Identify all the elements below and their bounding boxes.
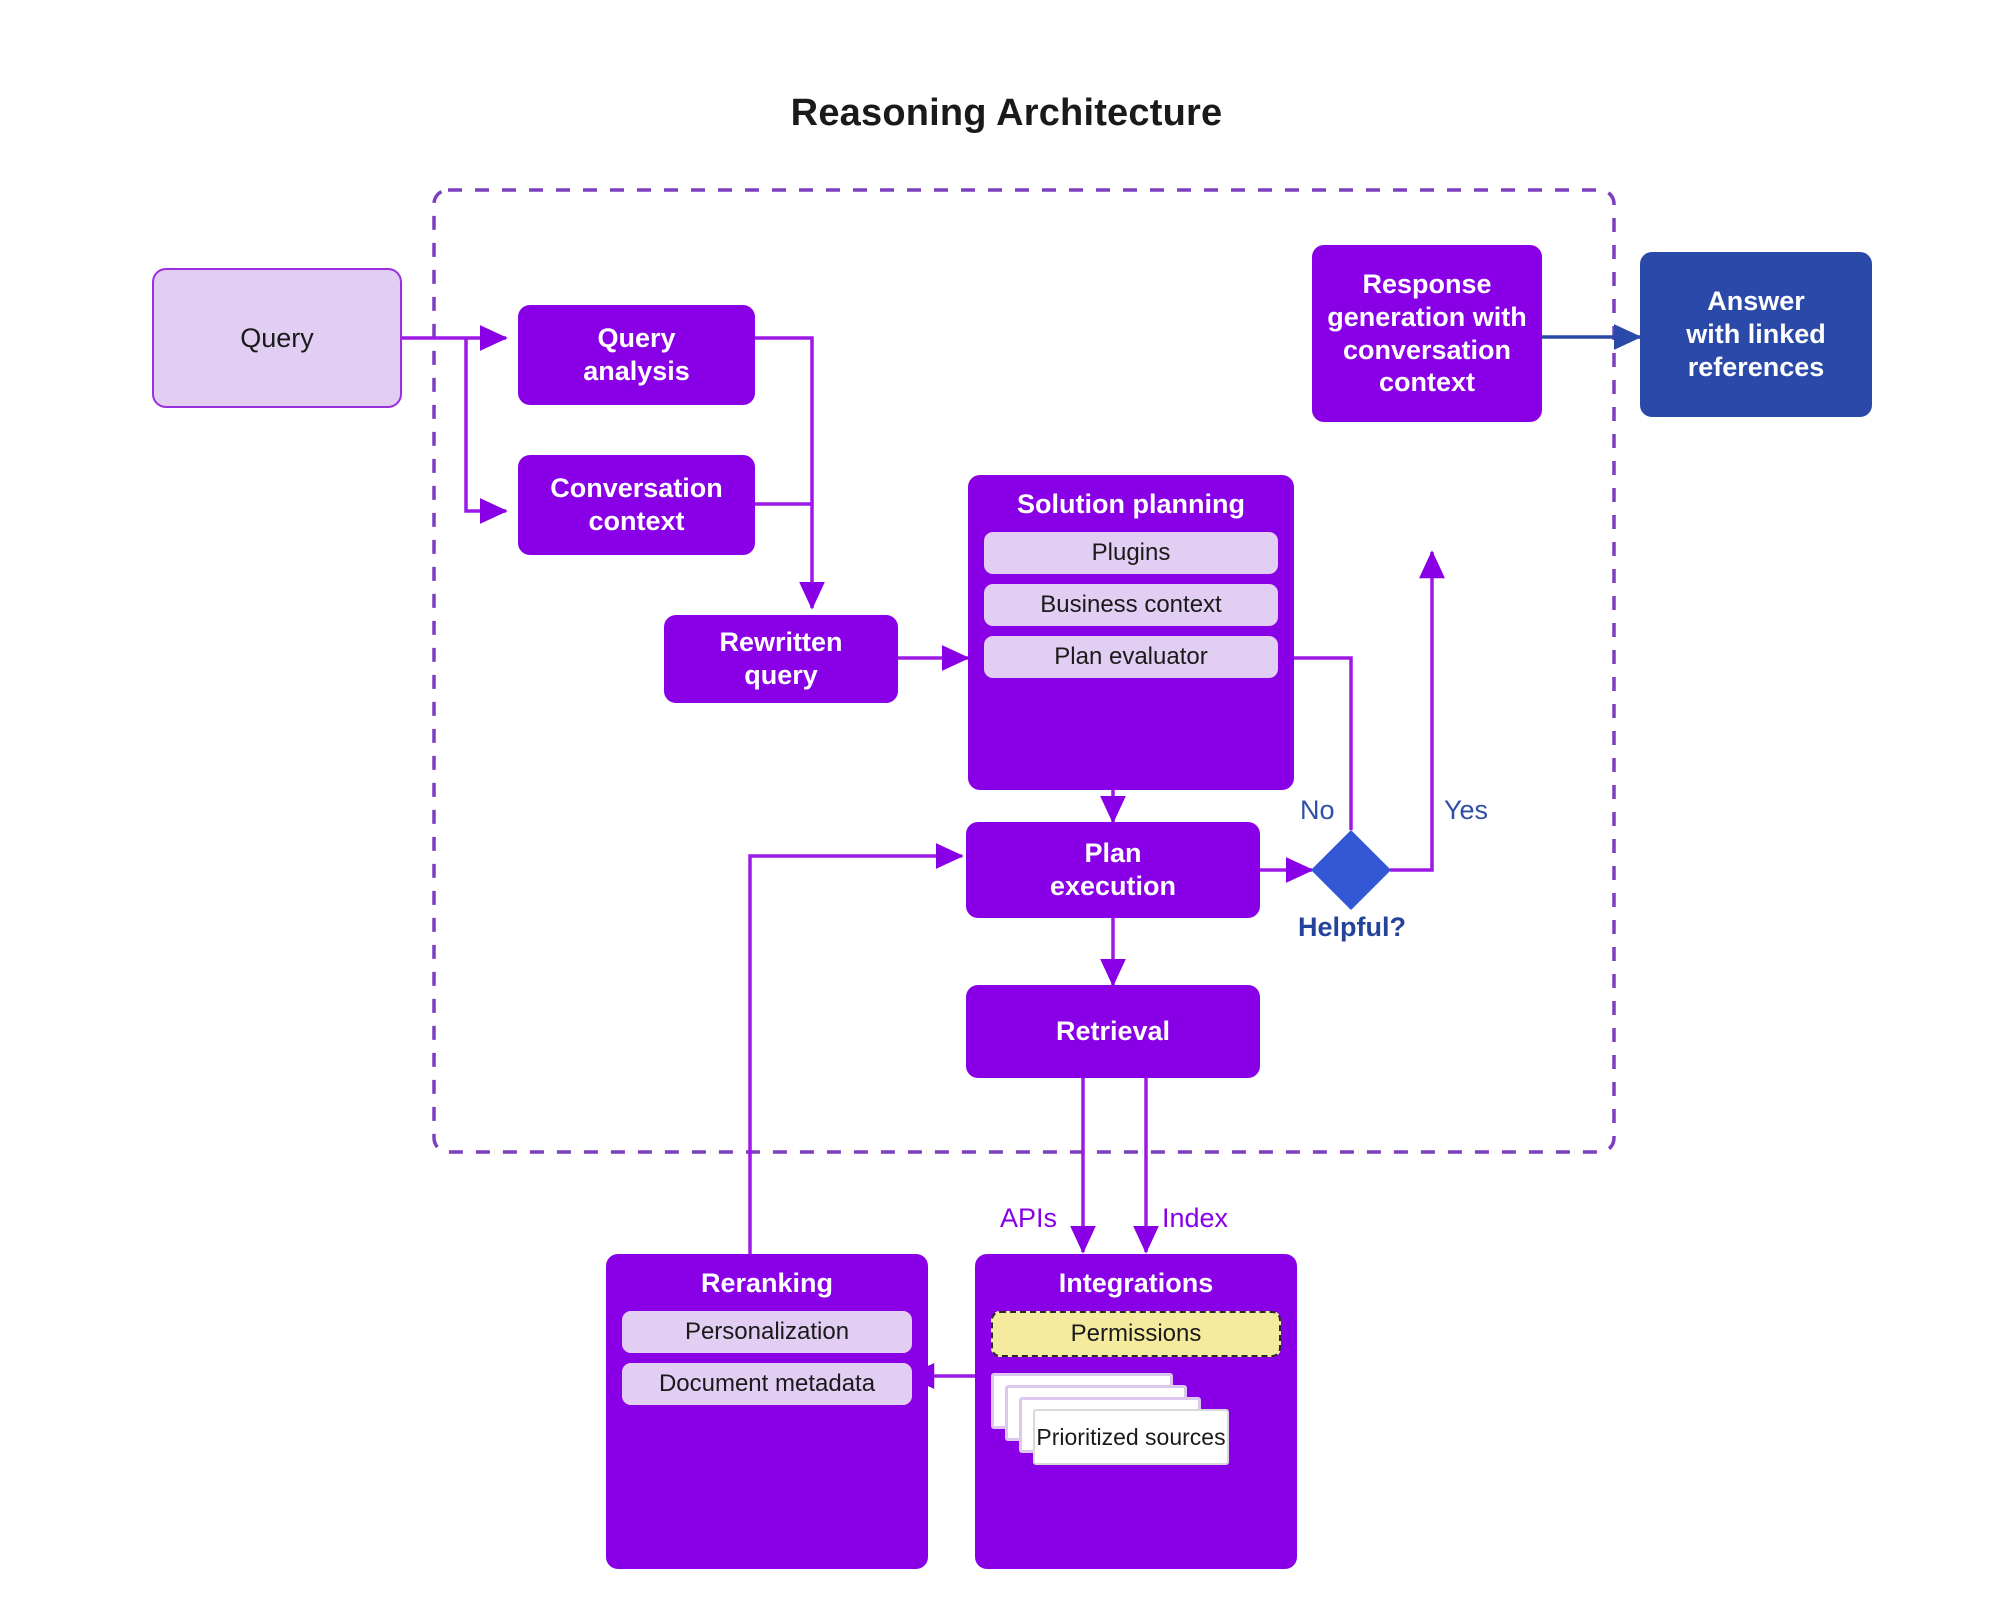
prioritized-sources-stack[interactable]: Prioritized sources bbox=[991, 1373, 1281, 1465]
edge-label-no: No bbox=[1300, 795, 1335, 825]
edge-reranking-to-plan-execution bbox=[748, 843, 964, 1254]
decision-diamond bbox=[1311, 830, 1391, 910]
node-reranking[interactable]: Reranking Personalization Document metad… bbox=[606, 1254, 928, 1569]
node-solution-planning[interactable]: Solution planning Plugins Business conte… bbox=[968, 475, 1294, 790]
node-response-generation-label: Response generation with conversation co… bbox=[1327, 268, 1527, 398]
solution-planning-item-plan-evaluator[interactable]: Plan evaluator bbox=[984, 636, 1278, 678]
node-conversation-context-label: Conversation context bbox=[550, 473, 723, 536]
node-conversation-context[interactable]: Conversation context bbox=[518, 455, 755, 555]
node-query-analysis[interactable]: Query analysis bbox=[518, 305, 755, 405]
edge-label-yes: Yes bbox=[1444, 795, 1489, 825]
node-plan-execution-label: Plan execution bbox=[1049, 838, 1177, 901]
edge-query-split-vertical bbox=[464, 338, 508, 524]
node-rewritten-query[interactable]: Rewritten query bbox=[664, 615, 898, 703]
node-answer-label: Answer with linked references bbox=[1686, 286, 1826, 382]
solution-planning-title: Solution planning bbox=[1017, 489, 1245, 519]
decision-label-helpful: Helpful? bbox=[1298, 912, 1406, 942]
node-query-analysis-label: Query analysis bbox=[583, 323, 690, 386]
edge-label-index: Index bbox=[1162, 1203, 1229, 1233]
node-query[interactable]: Query bbox=[152, 268, 402, 408]
node-response-generation[interactable]: Response generation with conversation co… bbox=[1312, 245, 1542, 422]
node-plan-execution[interactable]: Plan execution bbox=[966, 822, 1260, 918]
integrations-permissions[interactable]: Permissions bbox=[991, 1311, 1281, 1357]
edge-analysis-to-rewritten bbox=[755, 336, 825, 610]
node-integrations[interactable]: Integrations Permissions Prioritized sou… bbox=[975, 1254, 1297, 1569]
node-rewritten-query-label: Rewritten query bbox=[719, 627, 843, 690]
node-answer[interactable]: Answer with linked references bbox=[1640, 252, 1872, 417]
solution-planning-item-business-context[interactable]: Business context bbox=[984, 584, 1278, 626]
node-query-label: Query bbox=[240, 322, 314, 353]
node-retrieval[interactable]: Retrieval bbox=[966, 985, 1260, 1078]
reranking-title: Reranking bbox=[700, 1268, 834, 1298]
node-retrieval-label: Retrieval bbox=[1055, 1016, 1171, 1047]
solution-planning-item-plugins[interactable]: Plugins bbox=[984, 532, 1278, 574]
page-title: Reasoning Architecture bbox=[790, 92, 1223, 134]
reranking-item-document-metadata[interactable]: Document metadata bbox=[622, 1363, 912, 1405]
edge-decision-yes-to-response bbox=[1390, 550, 1445, 872]
prioritized-sources-label: Prioritized sources bbox=[1033, 1409, 1229, 1465]
edge-label-apis: APIs bbox=[1000, 1203, 1058, 1233]
integrations-title: Integrations bbox=[1058, 1268, 1214, 1298]
reranking-item-personalization[interactable]: Personalization bbox=[622, 1311, 912, 1353]
